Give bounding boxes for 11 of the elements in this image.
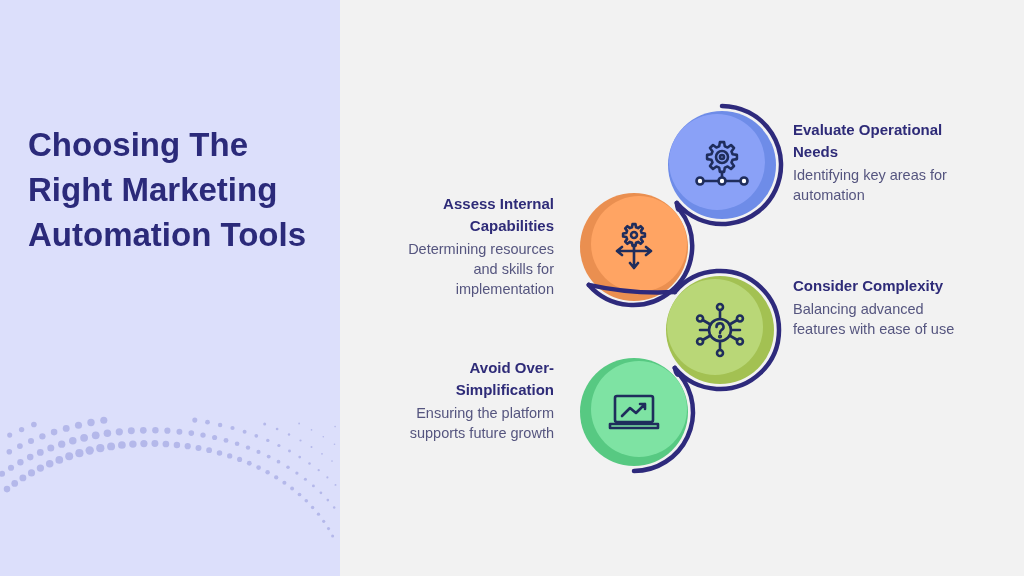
title: Choosing The Right Marketing Automation Tools: [28, 125, 308, 255]
step-description: Ensuring the platform supports future growth: [408, 404, 554, 443]
step-description: Identifying key areas for automation: [793, 166, 948, 205]
step-heading: Consider Complexity: [793, 276, 945, 296]
connector-line: [672, 365, 682, 378]
step-description: Determining resources and skills for implementation: [407, 240, 554, 299]
step-description: Balancing advanced features with ease of use: [793, 300, 956, 339]
step-heading: Assess Internal Capabilities: [442, 194, 554, 236]
step-heading: Avoid Over-Simplification: [454, 358, 554, 400]
step-heading: Evaluate Operational Needs: [793, 120, 944, 162]
connector-line: [674, 200, 682, 213]
